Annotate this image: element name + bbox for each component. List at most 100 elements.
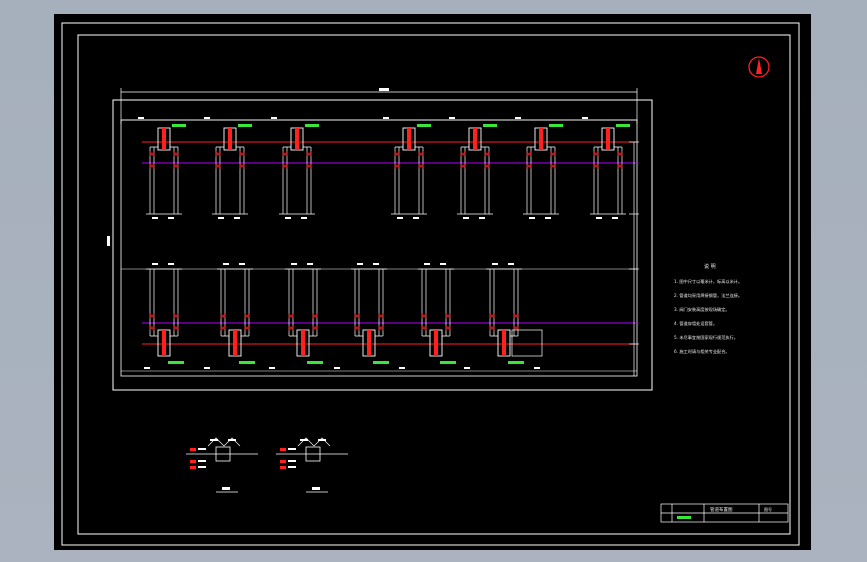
valve-icon [617,163,623,169]
valve-icon [312,325,318,331]
valve-icon [288,325,294,331]
valve-icon [418,151,424,157]
title-block [660,503,789,523]
north-arrow-icon [748,56,770,78]
outer-border [61,22,800,546]
detail-legend-mark [280,448,286,451]
top-row-units [138,117,630,219]
equipment-label [238,124,252,127]
equipment-label [305,124,319,127]
valve-icon [173,325,179,331]
title-block-drawing-name: 管道布置图 [710,506,733,513]
note-item: 4. 管道穿墙处设套管。 [674,320,717,327]
valve-icon [484,151,490,157]
valve-icon [445,313,451,319]
cad-drawing: 说 明 1. 图中尺寸以毫米计，标高以米计。 2. 管道均采用焊接钢管，法兰连接… [61,22,800,546]
dim-text [271,117,277,119]
dim-text [440,263,446,265]
pump-core [162,128,166,150]
equipment-label [483,124,497,127]
dim-text [285,217,291,219]
valve-icon [244,325,250,331]
note-item: 3. 阀门安装高度按现场确定。 [674,306,730,313]
detail-pump [305,446,321,462]
valve-icon [550,151,556,157]
bottom-row-units [121,263,637,372]
pump-core [502,330,506,356]
valve-icon [239,151,245,157]
valve-icon [282,151,288,157]
valve-icon [149,325,155,331]
detail-legend-mark [190,460,196,463]
dim-text [413,217,419,219]
valve-icon [484,163,490,169]
detail-drawing-1 [186,437,258,493]
detail-legend-text [198,448,206,450]
right-dimension-chain [629,141,639,376]
detail-legend-mark [280,466,286,469]
detail-label [318,439,326,441]
bottom-unit [146,263,184,364]
detail-legend-mark [190,448,196,451]
dim-text [168,263,174,265]
valve-icon [244,313,250,319]
dim-text [223,263,229,265]
valve-icon [288,313,294,319]
dim-text [464,367,470,369]
valve-icon [445,325,451,331]
dim-text [218,217,224,219]
dim-text [138,117,144,119]
dim-text [269,367,275,369]
bottom-unit [285,263,323,364]
detail-legend-text [198,466,206,468]
detail-label [300,439,308,441]
plan-frame [112,99,653,391]
inner-border [77,34,791,535]
valve-icon [513,325,519,331]
valve-icon [378,313,384,319]
dim-text [291,263,297,265]
detail-pump [215,446,231,462]
note-item: 2. 管道均采用焊接钢管，法兰连接。 [674,292,742,299]
dim-text [383,117,389,119]
valve-icon [306,151,312,157]
valve-icon [593,151,599,157]
left-dimension-text [107,236,110,246]
detail-title [222,487,230,490]
top-unit [449,117,497,219]
pump-core [367,330,371,356]
bottom-unit [418,263,456,364]
detail-branch [207,437,241,447]
bottom-unit [486,263,543,364]
equipment-label [417,124,431,127]
overall-dimension [120,88,638,124]
valve-icon [394,163,400,169]
pump-core [407,128,411,150]
detail-legend-text [288,448,296,450]
detail-legend-text [288,466,296,468]
dim-text [612,217,618,219]
dim-text [357,263,363,265]
valve-icon [220,313,226,319]
valve-icon [282,163,288,169]
dim-text [479,217,485,219]
dim-text [301,217,307,219]
valve-icon [526,163,532,169]
detail-title [312,487,320,490]
dim-text [492,263,498,265]
notes-block: 说 明 1. 图中尺寸以毫米计，标高以米计。 2. 管道均采用焊接钢管，法兰连接… [674,263,742,355]
bottom-unit [217,263,255,364]
valve-icon [306,163,312,169]
dim-text [334,367,340,369]
valve-icon [354,313,360,319]
dim-text [307,263,313,265]
detail-legend-mark [190,466,196,469]
valve-icon [489,313,495,319]
detail-legend-text [198,460,206,462]
valve-icon [394,151,400,157]
top-unit [383,117,431,219]
dim-text [596,217,602,219]
pump-core [434,330,438,356]
note-item: 1. 图中尺寸以毫米计，标高以米计。 [674,278,742,285]
